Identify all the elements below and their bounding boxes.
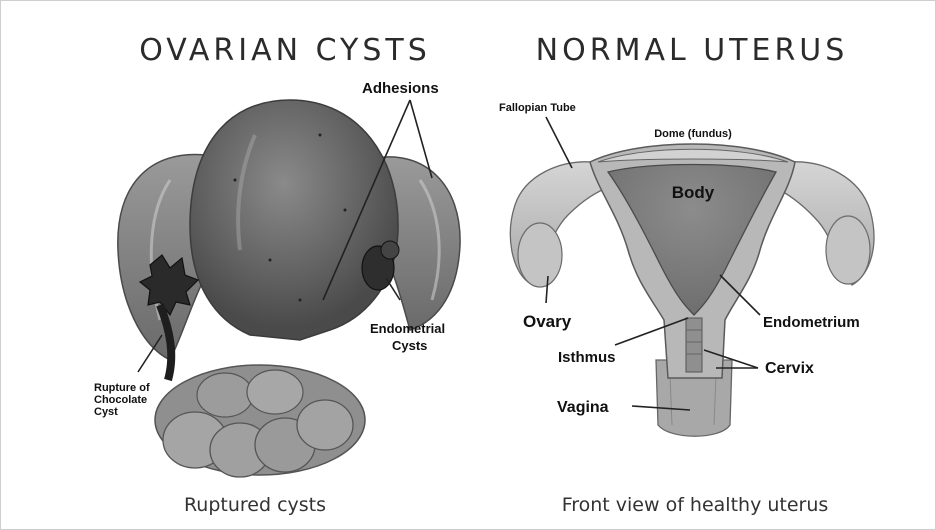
label-dome: Dome (fundus)	[654, 128, 732, 140]
label-endometrium: Endometrium	[763, 314, 860, 331]
right-ovary	[826, 216, 870, 284]
fallopian-leader	[546, 117, 572, 168]
left-title: OVARIAN CYSTS	[139, 33, 431, 68]
label-cervix: Cervix	[765, 360, 814, 377]
label-rupture-line2: Chocolate	[94, 394, 147, 406]
label-isthmus: Isthmus	[558, 349, 616, 366]
label-vagina: Vagina	[557, 399, 609, 416]
label-endometrial-line2: Cysts	[392, 338, 427, 353]
right-caption: Front view of healthy uterus	[562, 494, 829, 516]
cervical-canal	[686, 318, 702, 372]
label-rupture-line1: Rupture of	[94, 382, 150, 394]
label-adhesions: Adhesions	[362, 80, 439, 97]
label-body: Body	[672, 183, 715, 202]
left-ovary	[518, 223, 562, 287]
label-fallopian-tube: Fallopian Tube	[499, 102, 576, 114]
ovarian-cysts-illustration	[118, 100, 460, 477]
right-title: NORMAL UTERUS	[536, 33, 849, 68]
label-endometrial-line1: Endometrial	[370, 321, 445, 336]
label-ovary: Ovary	[523, 312, 572, 331]
uterus-mass	[190, 100, 398, 340]
label-rupture-line3: Cyst	[94, 406, 118, 418]
left-caption: Ruptured cysts	[184, 494, 326, 516]
